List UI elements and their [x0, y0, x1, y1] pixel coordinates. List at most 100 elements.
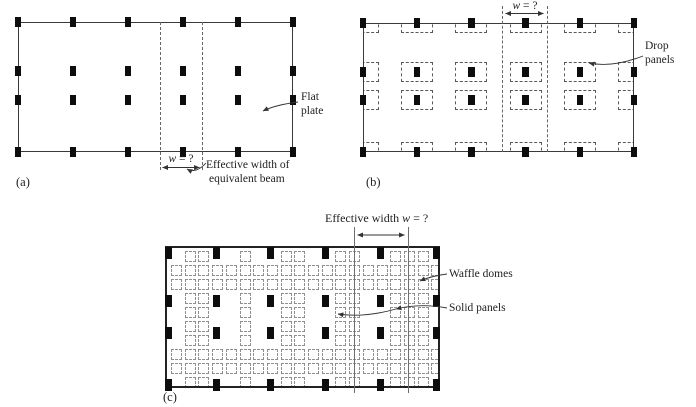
waffle-dome — [198, 376, 210, 386]
column-marker — [289, 66, 297, 77]
effective-width-caption-line2: equivalent beam — [209, 172, 285, 185]
waffle-dome — [253, 264, 265, 276]
drop-panel-slab-outline — [359, 18, 638, 157]
drop-panels-callout-line1: Drop — [645, 40, 669, 52]
column-marker — [468, 18, 475, 28]
column-marker — [576, 147, 584, 157]
waffle-dome — [225, 264, 237, 276]
column-marker — [630, 147, 638, 157]
waffle-dome — [280, 264, 292, 276]
column-marker — [630, 18, 638, 28]
column-marker — [433, 295, 441, 307]
waffle-dome — [280, 362, 292, 374]
effective-width-guide-left-b — [502, 6, 503, 152]
waffle-dome — [266, 264, 278, 276]
waffle-dome — [376, 362, 388, 374]
waffle-dome — [212, 278, 224, 290]
waffle-dome — [198, 348, 210, 360]
waffle-dome — [403, 348, 415, 360]
waffle-dome — [417, 292, 429, 304]
column-marker — [69, 95, 77, 105]
waffle-dome — [376, 264, 388, 276]
waffle-dome — [390, 264, 402, 276]
effective-width-label-c: Effective width w = ? — [325, 211, 429, 225]
drop-panel — [455, 62, 488, 82]
column-marker — [413, 67, 421, 77]
waffle-dome — [390, 292, 402, 304]
waffle-dome — [253, 348, 265, 360]
solid-panels-callout: Solid panels — [449, 302, 506, 314]
drop-panel — [509, 142, 542, 151]
column-marker — [69, 17, 77, 27]
column-marker — [576, 95, 584, 106]
drop-panel-layer — [364, 24, 633, 151]
column-marker — [234, 95, 242, 105]
drop-panel — [509, 90, 542, 111]
waffle-dome — [335, 264, 347, 276]
w-dimension-label-a: w = ? — [168, 153, 194, 165]
column-marker — [267, 295, 274, 307]
waffle-dome — [431, 278, 438, 290]
figure-a-tag: (a) — [16, 175, 30, 189]
column-marker — [322, 295, 329, 307]
column-marker — [69, 147, 77, 157]
drop-panel — [455, 24, 488, 33]
drop-panel — [364, 62, 379, 82]
column-marker — [468, 147, 475, 157]
waffle-dome — [403, 278, 415, 290]
waffle-dome — [403, 306, 415, 318]
waffle-dome — [390, 376, 402, 386]
waffle-dome — [362, 362, 374, 374]
waffle-dome — [198, 278, 210, 290]
waffle-dome — [294, 334, 306, 346]
waffle-dome — [239, 292, 251, 304]
column-marker — [359, 67, 367, 77]
column-marker — [359, 18, 367, 28]
waffle-dome — [335, 306, 347, 318]
drop-panel — [509, 24, 542, 33]
column-marker — [179, 17, 187, 27]
waffle-dome — [239, 376, 251, 386]
column-marker — [359, 95, 367, 106]
waffle-dome — [198, 334, 210, 346]
drop-panel — [364, 142, 379, 151]
column-marker — [14, 95, 22, 105]
drop-panel — [401, 24, 434, 33]
waffle-dome — [431, 362, 438, 374]
waffle-dome — [198, 320, 210, 332]
waffle-dome — [198, 250, 210, 262]
waffle-dome-layer — [167, 248, 438, 386]
column-marker — [468, 67, 475, 77]
column-marker — [433, 247, 441, 259]
waffle-dome — [417, 320, 429, 332]
drop-panel — [563, 142, 596, 151]
flat-plate-callout: Flat plate — [301, 91, 323, 118]
waffle-dome — [308, 278, 319, 290]
waffle-dome — [239, 348, 251, 360]
drop-panel — [563, 24, 596, 33]
waffle-dome — [266, 348, 278, 360]
drop-panel — [364, 24, 379, 33]
column-marker — [165, 327, 173, 339]
waffle-dome — [403, 320, 415, 332]
waffle-dome — [280, 278, 292, 290]
waffle-dome — [308, 362, 319, 374]
drop-panel — [401, 90, 434, 111]
drop-panel — [455, 142, 488, 151]
effective-width-caption: Effective width of equivalent beam — [206, 159, 289, 186]
waffle-dome — [239, 362, 251, 374]
column-marker — [433, 327, 441, 339]
waffle-dome — [294, 362, 306, 374]
column-marker — [165, 247, 173, 259]
column-marker — [213, 379, 221, 391]
column-marker — [576, 18, 584, 28]
column-marker — [69, 66, 77, 77]
column-marker — [124, 17, 132, 27]
waffle-dome — [253, 362, 265, 374]
waffle-dome — [335, 348, 347, 360]
column-marker — [267, 379, 274, 391]
column-marker — [289, 147, 297, 157]
waffle-dome — [184, 250, 196, 262]
waffle-dome — [417, 278, 429, 290]
column-marker — [522, 147, 529, 157]
